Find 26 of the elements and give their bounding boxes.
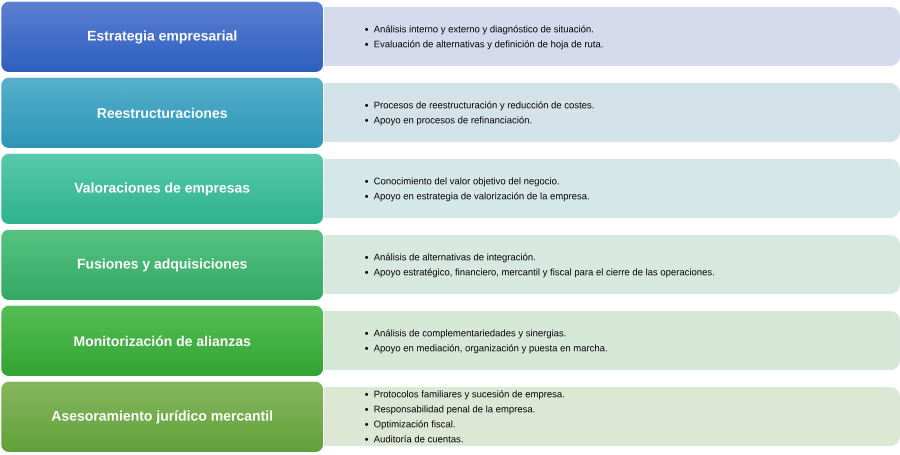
- list-item: Evaluación de alternativas y definición de hoja de ruta.: [374, 40, 602, 50]
- info-panel: [324, 159, 900, 218]
- list-item: Análisis interno y externo y diagnóstico de situación.: [374, 25, 593, 34]
- heading-box: Valoraciones de empresas: [0, 153, 324, 225]
- list-item: Análisis de alternativas de integración.: [374, 253, 535, 262]
- list-item: Auditoría de cuentas.: [374, 435, 463, 442]
- list-item: Conocimiento del valor objetivo del negocio.: [374, 177, 559, 186]
- list-item: Apoyo en procesos de refinanciación.: [374, 116, 532, 126]
- info-panel: [324, 235, 900, 294]
- list-item: Apoyo en estrategia de valorización de la empresa.: [374, 192, 589, 202]
- info-panel: [324, 387, 900, 446]
- list-item: Responsabilidad penal de la empresa.: [374, 405, 534, 414]
- list-item: Análisis de complementariedades y sinergias.: [374, 329, 566, 338]
- heading-box: Reestructuraciones: [0, 77, 324, 149]
- info-panel: [324, 83, 900, 142]
- info-panel: [324, 311, 900, 370]
- info-panel: [324, 7, 900, 66]
- heading-box: Estrategia empresarial: [0, 1, 324, 73]
- heading-box: Asesoramiento jurídico mercantil: [0, 381, 324, 453]
- list-item: Apoyo estratégico, financiero, mercantil y fiscal para el cierre de las operaciones.: [374, 268, 714, 278]
- list-item: Procesos de reestructuración y reducción de costes.: [374, 101, 594, 110]
- heading-box: Fusiones y adquisiciones: [0, 229, 324, 301]
- list-item: Protocolos familiares y sucesión de empresa.: [374, 390, 564, 400]
- heading-box: Monitorización de alianzas: [0, 305, 324, 377]
- list-item: Optimización fiscal.: [374, 420, 455, 430]
- list-item: Apoyo en mediación, organización y puesta en marcha.: [374, 344, 607, 354]
